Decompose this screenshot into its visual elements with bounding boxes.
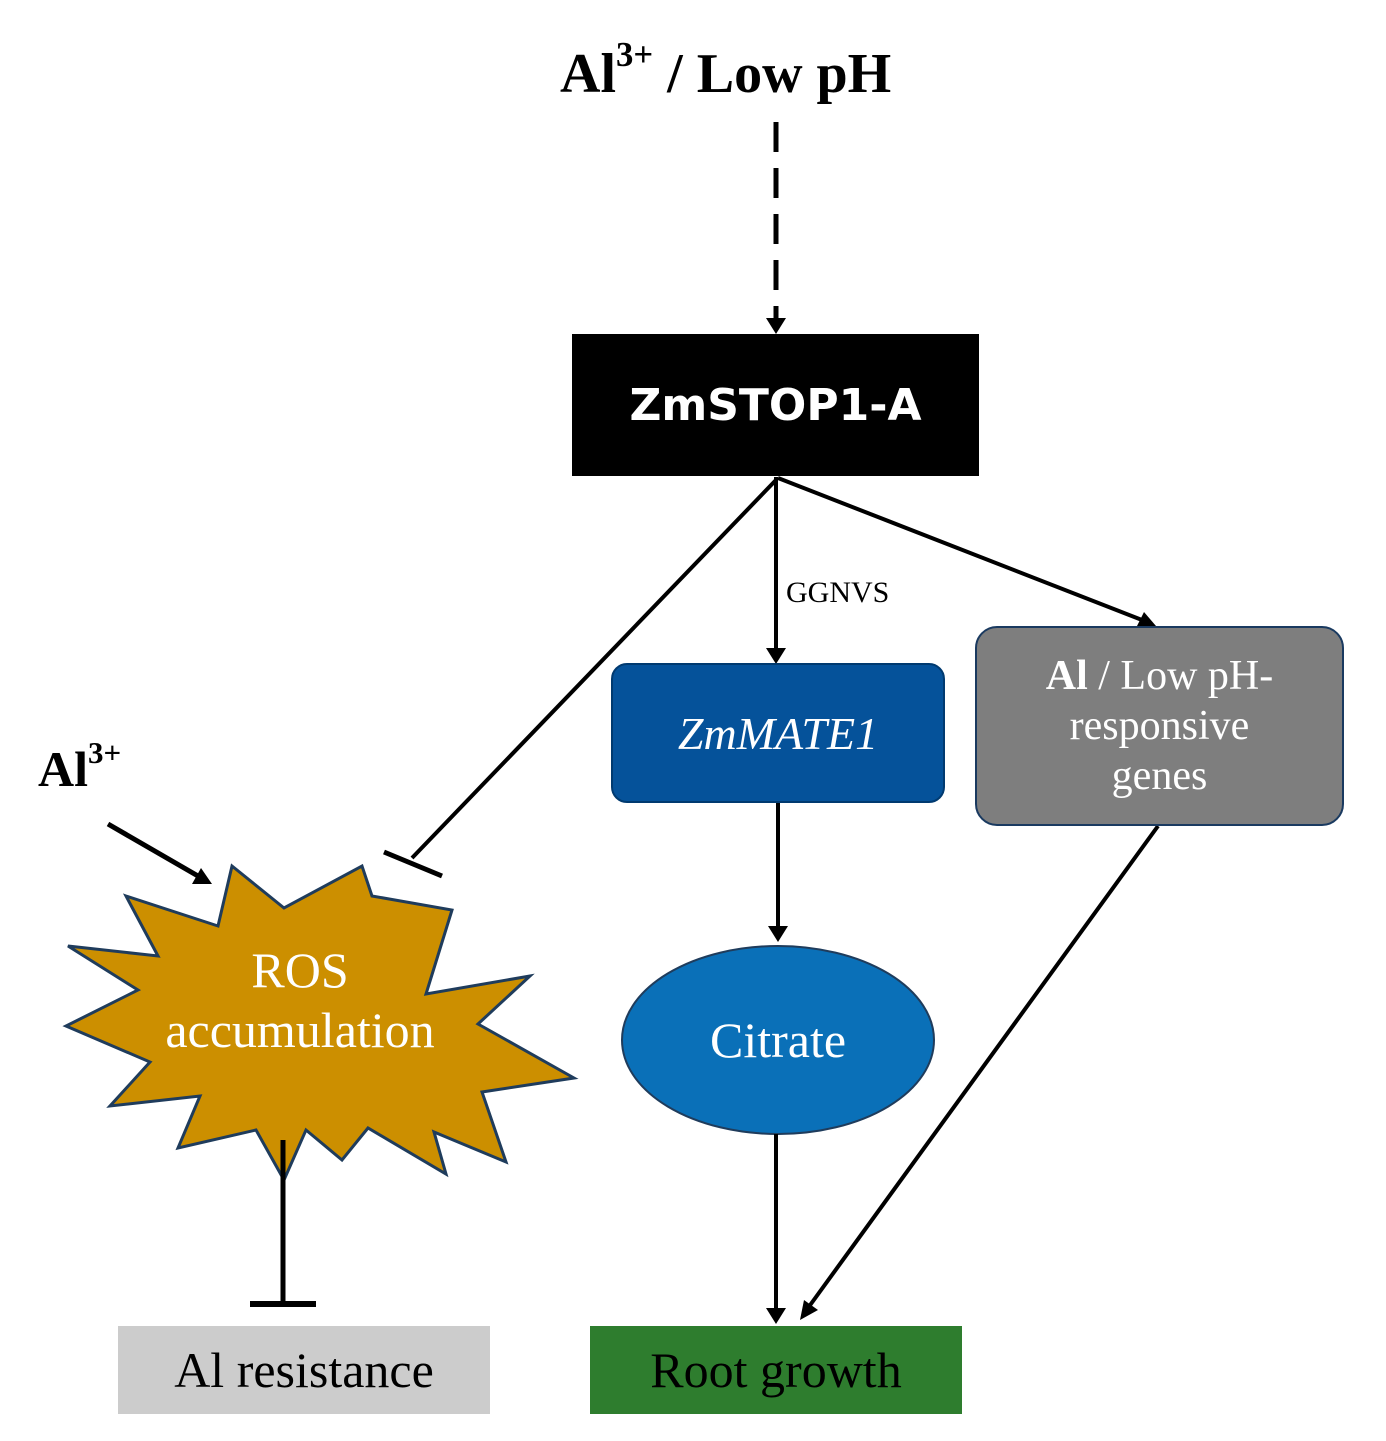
al-resistance-node: Al resistance: [118, 1326, 490, 1414]
responsive-genes-node: Al / Low pH- responsive genes: [975, 626, 1344, 826]
al-low-ph-input-label: Al3+ / Low pH: [560, 34, 892, 105]
citrate-label: Citrate: [709, 1012, 847, 1068]
dashed-arrow-head: [766, 318, 786, 334]
inhibit-bar-ros: [383, 849, 443, 879]
genes-line-2: responsive: [1069, 703, 1250, 749]
al-resistance-label: Al resistance: [174, 1342, 434, 1398]
arrow-genes-to-root-growth: [806, 824, 1160, 1310]
zmmate1-node: ZmMATE1: [611, 663, 945, 803]
inhibit-stop1-to-ros: [410, 478, 778, 860]
zmstop1-a-node: ZmSTOP1-A: [572, 334, 979, 476]
zmstop1-a-label: ZmSTOP1-A: [629, 379, 922, 431]
root-growth-node: Root growth: [590, 1326, 962, 1414]
ros-accumulation-label: ROS accumulation: [165, 942, 435, 1058]
arrow-stop1-to-genes: [777, 476, 1143, 622]
root-growth-label: Root growth: [650, 1342, 902, 1398]
genes-line-3: genes: [1111, 753, 1208, 799]
ggnvs-edge-label: GGNVS: [786, 576, 890, 609]
genes-line-1: Al / Low pH-: [1045, 653, 1274, 699]
ros-starburst: [62, 863, 579, 1184]
arrow-al-to-ros: [106, 821, 200, 879]
al-ion-input-label: Al3+: [38, 734, 122, 797]
zmmate1-label: ZmMATE1: [677, 707, 879, 759]
